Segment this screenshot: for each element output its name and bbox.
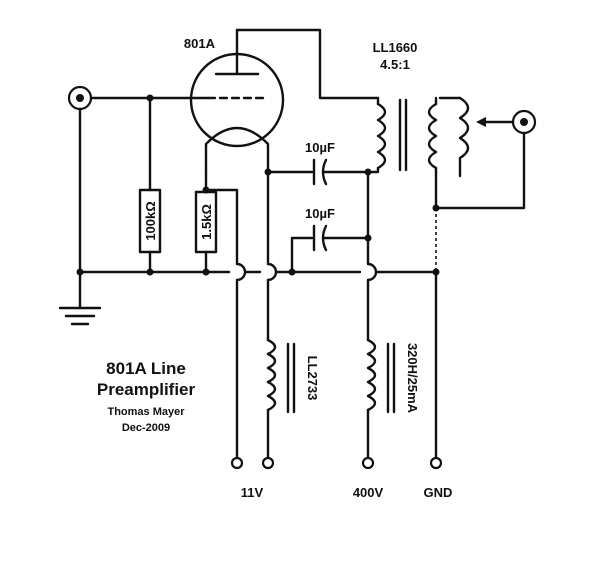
capacitor-lower — [288, 224, 372, 276]
choke-ll2733-label: LL2733 — [305, 356, 320, 401]
plate-wire — [235, 28, 380, 100]
terminal-11v — [230, 456, 275, 470]
filament-feed-wires — [204, 168, 278, 460]
choke-ll2733 — [266, 338, 296, 460]
title-line-1: 801A Line — [106, 359, 186, 378]
author-label: Thomas Mayer — [107, 406, 185, 418]
terminal-gnd — [429, 456, 443, 470]
terminal-400v — [361, 456, 375, 470]
capacitor-upper — [266, 158, 372, 186]
choke-320h-label: 320H/25mA — [405, 343, 420, 414]
date-label: Dec-2009 — [122, 422, 170, 434]
input-jack — [67, 85, 93, 111]
ground-bus — [76, 268, 440, 460]
terminal-11v-label: 11V — [241, 485, 264, 500]
transformer-ll1660 — [366, 96, 470, 178]
title-line-2: Preamplifier — [97, 380, 196, 399]
resistor-100k-label: 100kΩ — [143, 201, 158, 240]
resistor-1k5 — [194, 168, 218, 276]
triode-801a — [189, 28, 285, 172]
choke-320h — [366, 338, 396, 460]
terminal-400v-label: 400V — [353, 485, 384, 500]
input-ground-symbol — [58, 107, 102, 326]
tube-label: 801A — [184, 36, 216, 51]
bplus-wire — [366, 170, 378, 342]
resistor-100k — [138, 96, 162, 276]
capacitor-lower-label: 10µF — [305, 206, 335, 221]
capacitor-upper-label: 10µF — [305, 140, 335, 155]
transformer-name: LL1660 — [373, 40, 418, 55]
output-jack — [511, 109, 537, 135]
terminal-gnd-label: GND — [424, 485, 453, 500]
output-wiring — [432, 117, 526, 272]
resistor-1k5-label: 1.5kΩ — [199, 204, 214, 240]
transformer-ratio: 4.5:1 — [380, 57, 410, 72]
